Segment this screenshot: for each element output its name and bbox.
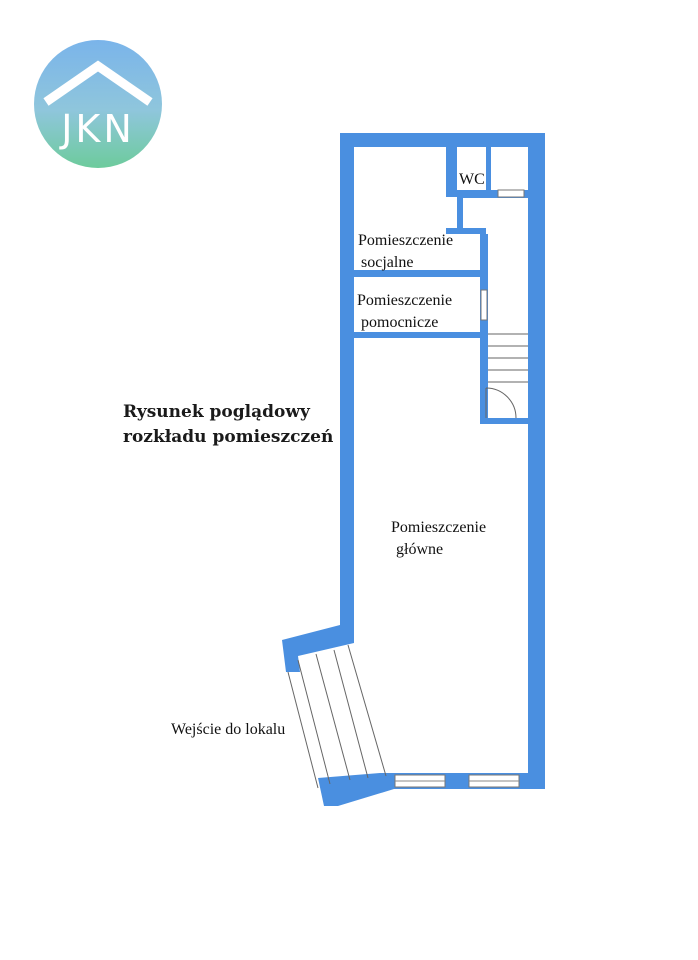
stair-left-wall <box>480 277 488 423</box>
social-bottom-wall <box>354 270 488 277</box>
aux-bottom-wall <box>354 332 488 338</box>
social-top-wall <box>446 228 486 234</box>
label-main-1: Pomieszczenie <box>391 519 487 536</box>
jkn-logo: JKN <box>34 40 162 168</box>
wc-left-wall <box>446 147 457 197</box>
label-aux-1: Pomieszczenie <box>357 292 453 309</box>
logo-text: JKN <box>59 107 135 151</box>
walls <box>282 133 545 806</box>
stairs <box>485 333 528 419</box>
label-main-2: główne <box>396 541 444 558</box>
wc-mid-wall <box>486 147 491 190</box>
label-wc: WC <box>459 171 485 188</box>
social-right-wall <box>480 234 488 277</box>
door-swing-icon <box>485 387 517 419</box>
wc-door <box>497 189 525 198</box>
label-social-1: Pomieszczenie <box>358 232 454 249</box>
label-social-2: socjalne <box>361 254 414 271</box>
bay-bottom-wall <box>318 773 394 806</box>
entrance-steps <box>287 644 387 789</box>
label-aux-2: pomocnicze <box>361 314 439 331</box>
top-wall <box>340 133 545 147</box>
openings <box>394 189 525 788</box>
logo-circle <box>34 40 162 168</box>
bay-top-wall <box>282 625 354 672</box>
label-entrance: Wejście do lokalu <box>171 721 286 738</box>
corridor-wall <box>457 198 463 234</box>
left-wall <box>340 133 354 643</box>
title-line-1: Rysunek poglądowy <box>123 402 310 422</box>
wc-bottom-wall <box>457 190 528 198</box>
title-line-2: rozkładu pomieszczeń <box>123 427 334 447</box>
right-wall <box>528 133 545 789</box>
drawing-title: Rysunek poglądowy rozkładu pomieszczeń <box>123 400 363 450</box>
aux-door <box>480 289 488 321</box>
house-roof-icon <box>43 60 153 106</box>
stair-bottom-wall <box>480 418 528 424</box>
